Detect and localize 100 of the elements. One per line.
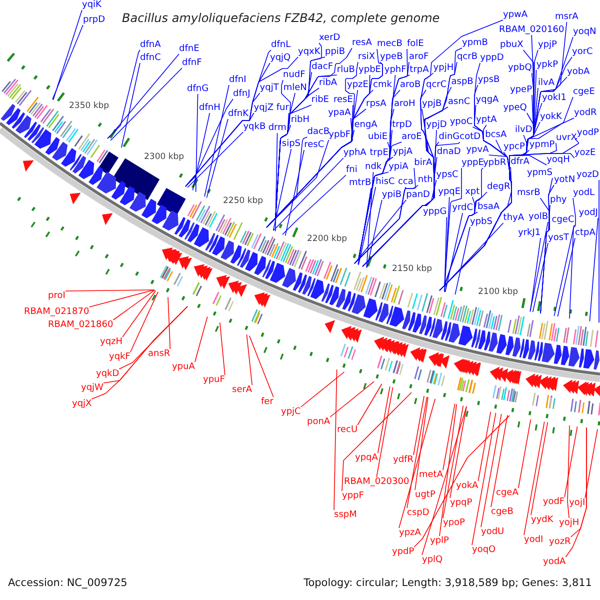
gene-label: yodU [481,527,504,537]
scale-label: 2250 kbp [223,196,264,206]
gene-label: aroH [394,99,416,109]
leader-line [480,414,502,528]
gene-label: yozE [574,148,596,158]
leader-line [52,24,84,100]
gene-label: yppF [342,491,364,501]
leader-line [357,384,382,426]
leader-line [442,405,464,518]
gene-label: dfnK [228,109,248,119]
gene-label: ppiB [325,47,346,57]
leader-line [439,222,504,291]
leader-line [450,406,467,498]
leader-line [442,403,456,470]
gene-label: resE [333,95,353,105]
gene-label: yoqO [472,545,496,555]
leader-line [354,200,406,264]
gene-label: dfnI [229,75,246,85]
gene-label: ribH [290,115,310,125]
gene-label: cca [398,177,414,187]
leader-line [185,98,234,187]
leader-line [248,335,274,398]
gene-label: ypuF [203,375,225,385]
gene-label: trpA [410,65,429,75]
leader-line [444,212,463,292]
gene-label: ribA [319,78,338,88]
leader-line [439,404,457,536]
gene-label: pbuX [500,40,524,50]
gene-label: rsiX [358,52,376,62]
gene-label: yqzH [100,337,123,347]
gene-label: ypjH [433,63,454,73]
leader-line [194,316,208,362]
gene-label: yrkJ1 [518,228,541,238]
leader-line [565,427,587,558]
gene-label: yqxK [298,47,320,57]
gene-label: panD [406,190,430,200]
leader-line [300,372,345,408]
gene-label: ypjP [538,40,557,50]
leader-line [422,406,467,556]
gene-label: yppG [423,207,447,217]
leader-line [65,290,155,292]
gene-label: hisC [376,177,395,187]
footer-text: Accession: NC_009725 [8,577,128,590]
leader-line [554,224,575,316]
leader-line [398,398,436,528]
leader-line [204,84,230,197]
gene-label: yojH [559,518,580,528]
leader-line [187,132,244,188]
leader-line [530,238,541,312]
gene-label: ydfR [393,455,414,465]
leader-line [130,292,158,352]
gene-label: uvrX [556,133,577,143]
gene-label: cspD [407,508,430,518]
gene-label: dfnF [182,58,202,68]
gene-label: degR [487,182,510,192]
leader-line [569,198,576,319]
gene-label: xerD [319,33,340,43]
gene-label: asnC [448,97,470,107]
leader-line [406,396,428,508]
gene-label: ypqP [450,498,472,508]
gene-label: yozR [549,537,571,547]
gene-label: yokI1 [542,93,566,103]
gene-label: yoqH [546,155,570,165]
gene-label: yphA [343,148,366,158]
leader-line [334,369,338,510]
gene-label: ponA [307,417,330,427]
gene-label: ypaA [328,108,351,118]
gene-label: yqjZ [254,103,274,113]
leader-line [246,334,252,386]
gene-label: yqjX [72,399,92,409]
scale-label: 2100 kbp [478,287,518,297]
gene-label: msrA [555,12,578,22]
gene-label: dnaD [436,147,461,157]
gene-label: msrB [517,188,540,198]
leader-line [220,322,226,376]
leader-line [490,414,508,508]
gene-label: ypkP [536,60,558,70]
leader-line [266,140,330,228]
leader-line [366,172,374,268]
gene-label: yqkB [243,122,266,132]
gene-label: mtrB [349,178,372,188]
leader-line [530,422,548,516]
leader-line [518,419,532,488]
gene-label: fer [261,397,274,407]
gene-label: ugtP [415,490,436,500]
gene-label: RBAM_021870 [24,307,90,317]
gene-label: drm [268,123,286,133]
gene-label: ypoP [443,518,465,528]
gene-label: ypjD [426,120,447,130]
leader-line [206,118,228,198]
gene-label: cotD [460,132,481,142]
gene-label: ubiE [368,132,388,142]
leader-line [122,290,156,338]
gene-label: bsaA [478,202,500,212]
gene-label: ypcP [504,142,525,152]
gene-label: yodJ [578,208,598,218]
gene-label: nudF [283,70,306,80]
gene-label: trpE [370,148,388,158]
gene-label: ypoC [450,117,473,127]
leader-line [358,188,372,265]
